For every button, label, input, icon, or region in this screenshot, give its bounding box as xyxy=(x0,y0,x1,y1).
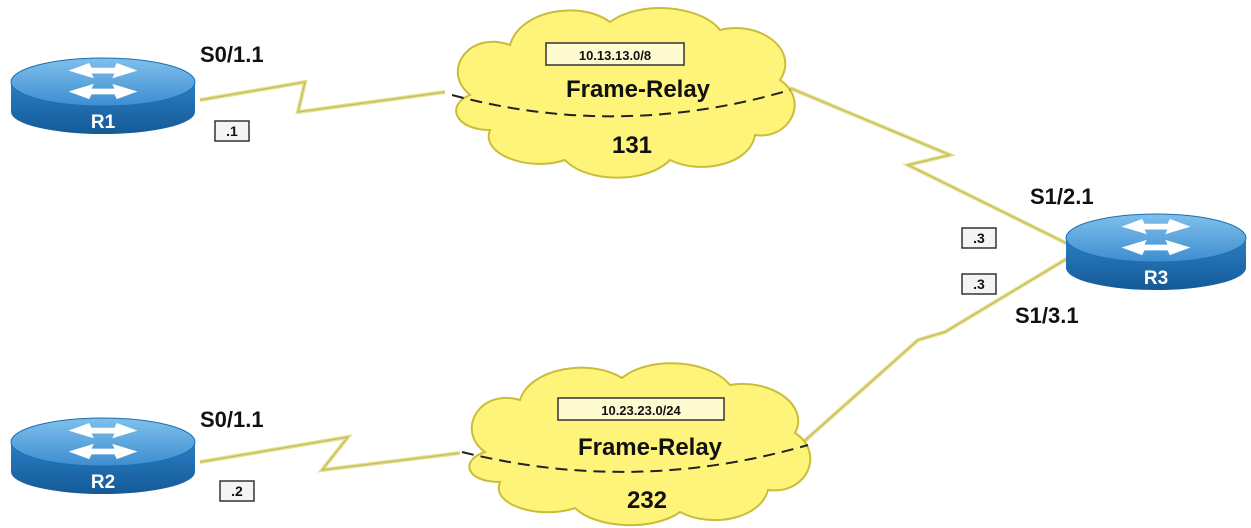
svg-text:.1: .1 xyxy=(226,123,238,139)
frame-relay-cloud-top: 10.13.13.0/8 Frame-Relay 131 xyxy=(451,7,796,179)
router-icon xyxy=(1065,213,1247,263)
frame-relay-cloud-bottom: 10.23.23.0/24 Frame-Relay 232 xyxy=(461,362,812,527)
router-r3[interactable]: R3 xyxy=(1065,213,1247,290)
router-r2[interactable]: R2 xyxy=(10,417,196,494)
interface-label-r1: S0/1.1 xyxy=(200,42,264,67)
cloud-type-label: Frame-Relay xyxy=(566,76,711,103)
network-label-box xyxy=(545,42,685,66)
cloud-dashed-divider xyxy=(451,89,791,118)
router-label: R2 xyxy=(91,472,115,493)
host-id-r3-top: .3 xyxy=(961,227,997,249)
cloud-dashed-divider xyxy=(461,444,809,473)
svg-text:.2: .2 xyxy=(231,483,243,499)
interface-label-r2: S0/1.1 xyxy=(200,407,264,432)
cloud-type-label: Frame-Relay xyxy=(578,434,723,461)
dlci-label: 232 xyxy=(627,487,667,514)
router-icon xyxy=(10,57,196,107)
interface-label-r3-top: S1/2.1 xyxy=(1030,184,1094,209)
link-top-cloud-r3 xyxy=(789,86,1071,247)
link-r3-bottom-cloud xyxy=(798,256,1070,447)
host-id-r2: .2 xyxy=(219,480,255,502)
host-id-r3-bottom: .3 xyxy=(961,273,997,295)
cloud-icon xyxy=(468,362,812,527)
network-label: 10.23.23.0/24 xyxy=(601,403,681,418)
host-id-r1: .1 xyxy=(214,120,250,142)
svg-text:.3: .3 xyxy=(973,230,985,246)
interface-label-r3-bottom: S1/3.1 xyxy=(1015,303,1079,328)
svg-text:.3: .3 xyxy=(973,276,985,292)
router-label: R1 xyxy=(91,112,116,133)
router-label: R3 xyxy=(1144,268,1168,289)
network-label-box xyxy=(557,397,725,421)
link-r2-bottom-cloud xyxy=(199,434,461,473)
router-icon xyxy=(10,417,196,467)
cloud-icon xyxy=(455,7,796,179)
network-label: 10.13.13.0/8 xyxy=(579,48,651,63)
dlci-label: 131 xyxy=(612,132,652,159)
router-r1[interactable]: R1 xyxy=(10,57,196,134)
